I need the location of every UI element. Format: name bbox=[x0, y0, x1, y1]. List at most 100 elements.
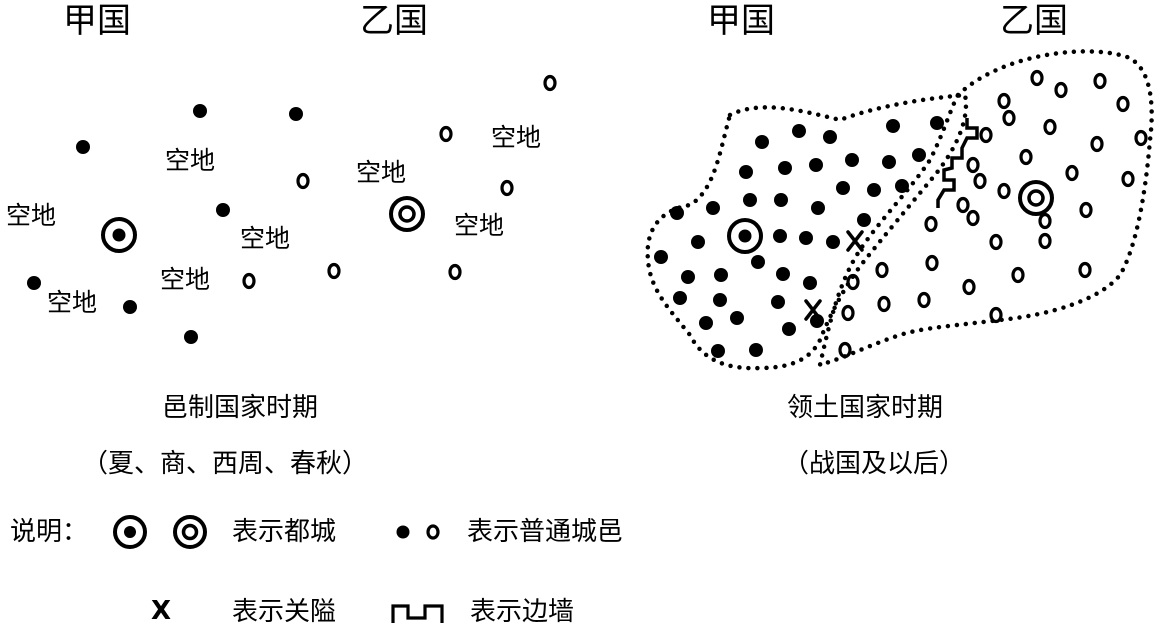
right-city-a bbox=[749, 343, 763, 357]
right-city-a bbox=[836, 181, 850, 195]
right-city-a bbox=[799, 231, 813, 245]
right-city-a bbox=[743, 193, 757, 207]
right-city-b bbox=[1054, 81, 1068, 99]
pass-marker-1 bbox=[846, 230, 864, 252]
right-city-a bbox=[895, 179, 909, 193]
right-city-b bbox=[1038, 212, 1052, 230]
left-caption: 邑制国家时期 bbox=[162, 393, 319, 423]
state-b-territory-outline bbox=[816, 49, 1154, 369]
right-city-a bbox=[882, 155, 896, 169]
right-city-a bbox=[771, 295, 785, 309]
right-city-a bbox=[930, 116, 944, 130]
void-label-5: 空地 bbox=[47, 288, 98, 317]
right-city-b bbox=[1134, 129, 1148, 147]
right-city-a bbox=[751, 255, 765, 269]
legend-wall-icon bbox=[391, 604, 444, 623]
legend-pass-text: 表示关隘 bbox=[232, 597, 337, 627]
right-city-a bbox=[691, 235, 705, 249]
right-city-b bbox=[1065, 164, 1079, 182]
right-city-b bbox=[1090, 135, 1104, 153]
right-city-a bbox=[755, 135, 769, 149]
right-city-b bbox=[989, 306, 1003, 324]
right-city-a bbox=[809, 158, 823, 172]
right-city-b bbox=[846, 273, 860, 291]
right-city-a bbox=[778, 161, 792, 175]
right-city-b bbox=[877, 295, 891, 313]
border-wall bbox=[936, 118, 979, 208]
left-city-b bbox=[543, 74, 557, 92]
void-label-4: 空地 bbox=[160, 265, 211, 294]
right-city-b bbox=[1019, 148, 1033, 166]
legend-prefix: 说明： bbox=[10, 517, 89, 547]
left-city-b bbox=[448, 263, 462, 281]
right-city-b bbox=[924, 215, 938, 233]
void-label-7: 空地 bbox=[491, 123, 542, 152]
right-city-a bbox=[711, 344, 725, 358]
left-city-b bbox=[327, 262, 341, 280]
left-state-b-title: 乙国 bbox=[360, 1, 428, 41]
left-city-a bbox=[123, 300, 137, 314]
left-state-a-title: 甲国 bbox=[63, 1, 131, 41]
left-capital-b bbox=[389, 196, 425, 232]
left-capital-a bbox=[101, 217, 137, 253]
right-city-a bbox=[823, 130, 837, 144]
legend-capital-a-icon bbox=[113, 515, 147, 549]
right-city-b bbox=[956, 196, 970, 214]
right-city-b bbox=[1121, 170, 1135, 188]
right-city-a bbox=[792, 124, 806, 138]
right-city-b bbox=[1002, 109, 1016, 127]
void-label-3: 空地 bbox=[240, 224, 291, 253]
right-city-b bbox=[989, 233, 1003, 251]
right-city-a bbox=[713, 293, 727, 307]
right-city-b bbox=[1116, 95, 1130, 113]
right-city-a bbox=[773, 229, 787, 243]
void-label-1: 空地 bbox=[165, 146, 216, 175]
right-city-b bbox=[875, 261, 889, 279]
right-city-a bbox=[699, 316, 713, 330]
right-capital-b bbox=[1018, 180, 1054, 216]
right-city-a bbox=[681, 270, 695, 284]
legend-capital-text: 表示都城 bbox=[232, 517, 337, 547]
right-city-a bbox=[654, 250, 668, 264]
right-city-b bbox=[1030, 69, 1044, 87]
left-subcaption: （夏、商、西周、春秋） bbox=[82, 449, 369, 479]
void-label-2: 空地 bbox=[6, 201, 57, 230]
right-city-b bbox=[1011, 266, 1025, 284]
right-city-b bbox=[838, 341, 852, 359]
right-city-b bbox=[841, 304, 855, 322]
right-city-b bbox=[1079, 201, 1093, 219]
right-city-b bbox=[979, 126, 993, 144]
state-a-territory-outline bbox=[645, 92, 969, 371]
left-city-a bbox=[193, 104, 207, 118]
right-city-a bbox=[714, 268, 728, 282]
right-city-a bbox=[776, 267, 790, 281]
right-city-a bbox=[782, 322, 796, 336]
right-city-b bbox=[1078, 261, 1092, 279]
left-city-a bbox=[76, 140, 90, 154]
left-city-b bbox=[242, 272, 256, 290]
right-caption: 领土国家时期 bbox=[787, 393, 944, 423]
left-city-a bbox=[216, 203, 230, 217]
right-state-b-title: 乙国 bbox=[1000, 1, 1068, 41]
right-capital-a bbox=[727, 218, 763, 254]
legend-pass-icon: X bbox=[151, 596, 172, 626]
right-city-a bbox=[730, 311, 744, 325]
left-city-a bbox=[184, 330, 198, 344]
right-city-b bbox=[925, 254, 939, 272]
right-city-b bbox=[1093, 72, 1107, 90]
right-city-a bbox=[867, 183, 881, 197]
city-markers bbox=[27, 69, 1148, 359]
left-city-b bbox=[500, 179, 514, 197]
right-city-a bbox=[673, 291, 687, 305]
right-city-a bbox=[810, 314, 824, 328]
legend-capital-b-icon bbox=[173, 515, 207, 549]
left-city-b bbox=[439, 125, 453, 143]
right-city-b bbox=[1038, 232, 1052, 250]
right-subcaption: （战国及以后） bbox=[783, 449, 966, 479]
right-state-a-title: 甲国 bbox=[707, 1, 775, 41]
left-city-a bbox=[27, 276, 41, 290]
right-city-b bbox=[997, 92, 1011, 110]
void-label-8: 空地 bbox=[454, 211, 505, 240]
